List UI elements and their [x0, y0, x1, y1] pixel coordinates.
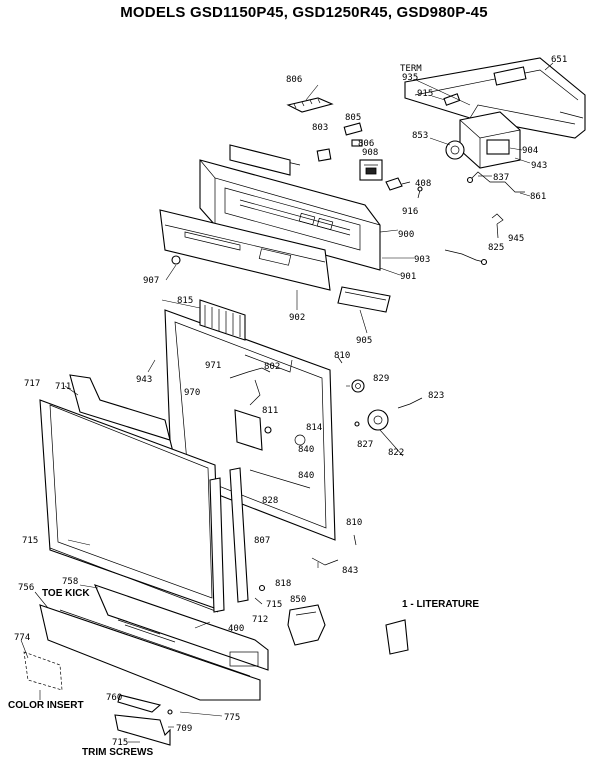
label-943b: 943 [136, 375, 152, 385]
trim-760 [117, 694, 162, 713]
label-811: 811 [262, 406, 278, 416]
label-861: 861 [530, 192, 546, 202]
label-907: 907 [143, 276, 159, 286]
control-panel-900 [199, 144, 381, 271]
label-943a: 943 [531, 161, 547, 171]
gear-822 [367, 409, 389, 431]
label-825: 825 [488, 243, 504, 253]
label-900: 900 [398, 230, 414, 240]
label-806b: 806 [358, 139, 374, 149]
label-903: 903 [414, 255, 430, 265]
label-843: 843 [342, 566, 358, 576]
control-housing-bracket [404, 57, 586, 139]
rinse-aid-cap-829 [351, 379, 365, 393]
label-807: 807 [254, 536, 270, 546]
label-908: 908 [362, 148, 378, 158]
label-970: 970 [184, 388, 200, 398]
label-805: 805 [345, 113, 361, 123]
terminal-block-806 [286, 97, 334, 113]
toe-kick-panel [39, 584, 269, 701]
toe-kick-label: TOE KICK [42, 588, 90, 599]
label-806a: 806 [286, 75, 302, 85]
label-853: 853 [412, 131, 428, 141]
timer-assembly [445, 111, 521, 169]
label-717: 717 [24, 379, 40, 389]
label-829: 829 [373, 374, 389, 384]
label-651: 651 [551, 55, 567, 65]
page-title: MODELS GSD1150P45, GSD1250R45, GSD980P-4… [120, 4, 488, 21]
label-822: 822 [388, 448, 404, 458]
label-915: 915 [417, 89, 433, 99]
label-815: 815 [177, 296, 193, 306]
label-902: 902 [289, 313, 305, 323]
label-904: 904 [522, 146, 538, 156]
color-insert-774 [23, 651, 63, 691]
label-823: 823 [428, 391, 444, 401]
literature-booklet [385, 619, 409, 655]
trim-709 [114, 714, 171, 746]
label-901: 901 [400, 272, 416, 282]
leader-lines [20, 62, 554, 743]
label-810b: 810 [346, 518, 362, 528]
label-837: 837 [493, 173, 509, 183]
label-760: 760 [106, 693, 122, 703]
label-840b: 840 [298, 471, 314, 481]
label-711: 711 [55, 382, 71, 392]
switch-908 [359, 159, 383, 181]
label-758: 758 [62, 577, 78, 587]
label-828: 828 [262, 496, 278, 506]
label-810a: 810 [334, 351, 350, 361]
literature-label: 1 - LITERATURE [402, 599, 479, 610]
color-insert-label: COLOR INSERT [8, 700, 84, 711]
knob-907 [171, 255, 181, 265]
label-400: 400 [228, 624, 244, 634]
label-827: 827 [357, 440, 373, 450]
label-715a: 715 [22, 536, 38, 546]
label-840a: 840 [298, 445, 314, 455]
label-971: 971 [205, 361, 221, 371]
console-panel-902 [159, 209, 331, 291]
label-935: 935 [402, 73, 418, 83]
part-labels: 651 806 TERM 935 915 805 803 806 908 853… [14, 55, 567, 748]
side-rail-712 [229, 467, 249, 603]
trim-screws-label: TRIM SCREWS [82, 747, 153, 758]
label-916: 916 [402, 207, 418, 217]
wire-harness-837 [469, 171, 525, 193]
label-905: 905 [356, 336, 372, 346]
label-818: 818 [275, 579, 291, 589]
label-775: 775 [224, 713, 240, 723]
label-756: 756 [18, 583, 34, 593]
label-712: 712 [252, 615, 268, 625]
label-term: TERM [400, 64, 422, 74]
label-802: 802 [264, 362, 280, 372]
label-709: 709 [176, 724, 192, 734]
bracket-850 [287, 604, 326, 646]
outer-door-panel [39, 374, 225, 613]
callout-labels: TOE KICK COLOR INSERT TRIM SCREWS 1 - LI… [8, 588, 479, 758]
label-408: 408 [415, 179, 431, 189]
label-945: 945 [508, 234, 524, 244]
label-850: 850 [290, 595, 306, 605]
label-774: 774 [14, 633, 30, 643]
label-803: 803 [312, 123, 328, 133]
label-715c: 715 [112, 738, 128, 748]
label-715b: 715 [266, 600, 282, 610]
label-814: 814 [306, 423, 322, 433]
